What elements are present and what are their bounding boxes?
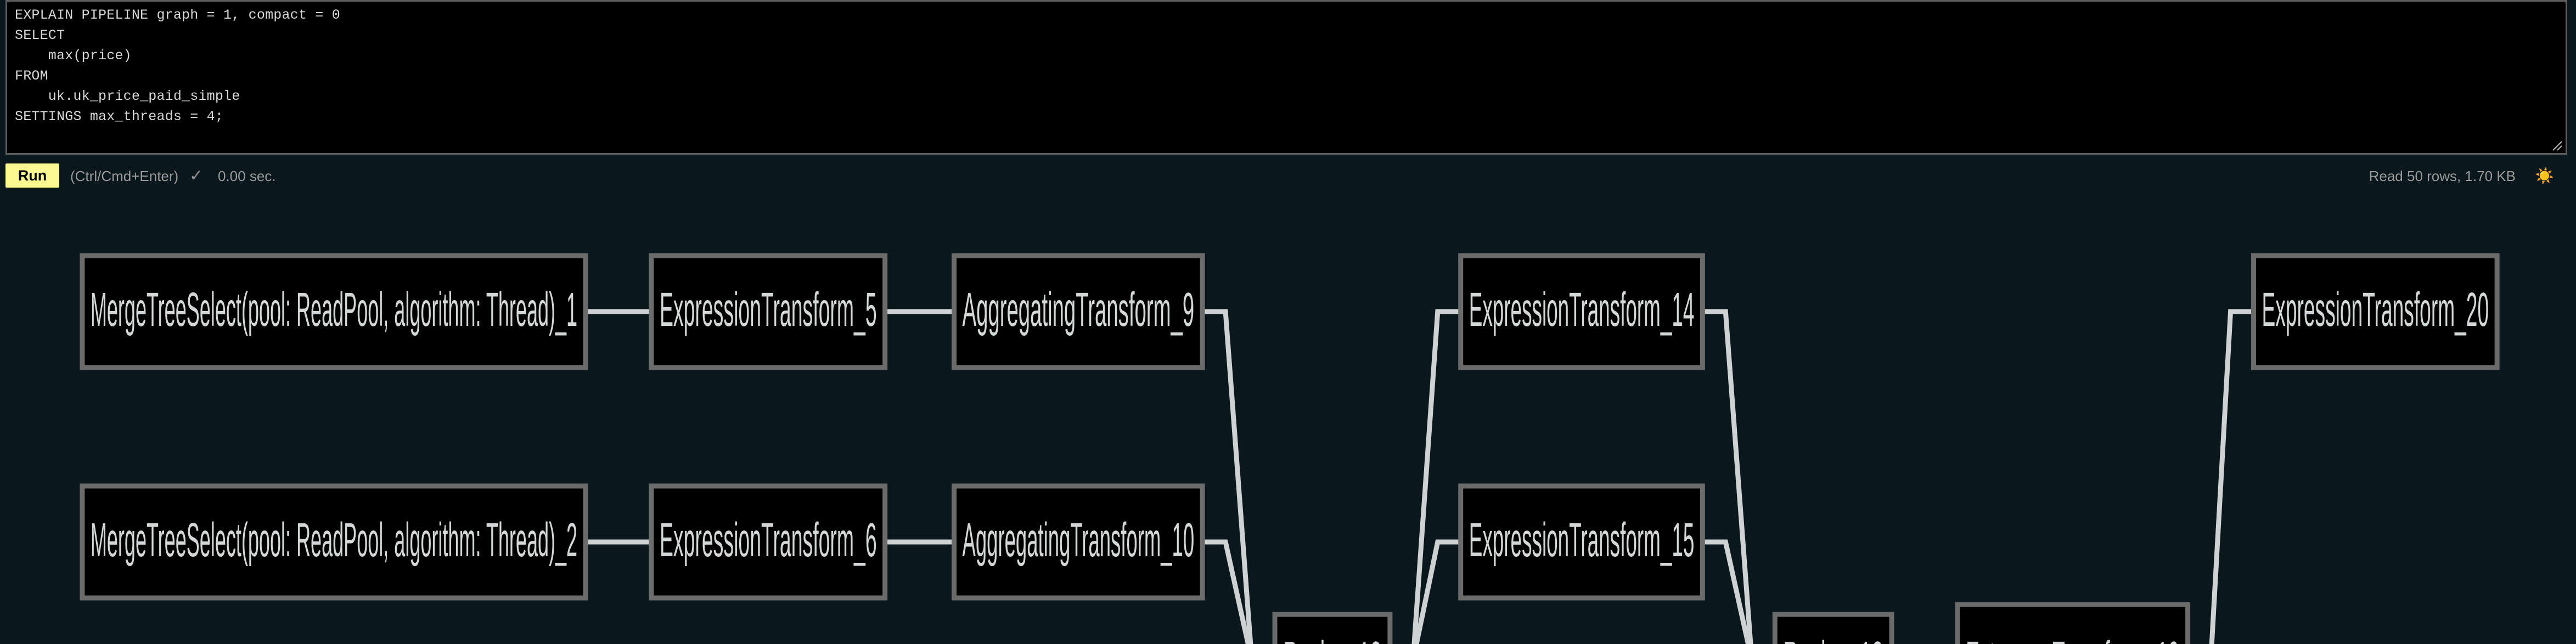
graph-node[interactable]: ExpressionTransform_20 [2251, 253, 2500, 370]
graph-node-box [1458, 483, 1705, 601]
graph-edge [1202, 539, 1251, 644]
graph-node-box [952, 483, 1205, 601]
sql-query-input[interactable] [7, 2, 2566, 153]
graph-node[interactable]: AggregatingTransform_9 [952, 253, 1205, 370]
graph-node[interactable]: ExpressionTransform_15 [1458, 483, 1705, 601]
graph-node-box [80, 253, 588, 370]
graph-node[interactable]: ExpressionTransform_14 [1458, 253, 1705, 370]
graph-node[interactable]: MergeTreeSelect(pool: ReadPool, algorith… [80, 253, 588, 370]
graph-node-box [1772, 612, 1894, 644]
graph-node[interactable]: ExpressionTransform_6 [649, 483, 888, 601]
graph-node-label: Resize_18 [1783, 632, 1883, 644]
graph-node-label: MergeTreeSelect(pool: ReadPool, algorith… [91, 513, 577, 567]
graph-node-box [952, 253, 1205, 370]
edge-layer [586, 309, 2254, 644]
graph-node-label: MergeTreeSelect(pool: ReadPool, algorith… [91, 283, 577, 336]
graph-node-box [1458, 253, 1705, 370]
graph-node-label: ExpressionTransform_5 [660, 283, 877, 336]
node-layer: MergeTreeSelect(pool: ReadPool, algorith… [80, 253, 2500, 644]
run-shortcut-hint: (Ctrl/Cmd+Enter) [70, 168, 179, 184]
graph-node-box [1272, 612, 1393, 644]
graph-node-label: AggregatingTransform_9 [963, 283, 1195, 336]
graph-node[interactable]: Resize_13 [1272, 612, 1393, 644]
graph-node-box [2251, 253, 2500, 370]
run-button[interactable]: Run [5, 163, 59, 188]
graph-node-label: ExtremesTransform_19 [1966, 632, 2180, 644]
graph-node[interactable]: ExpressionTransform_5 [649, 253, 888, 370]
graph-node-label: ExpressionTransform_20 [2262, 283, 2489, 336]
graph-node-box [80, 483, 588, 601]
graph-node[interactable]: Resize_18 [1772, 612, 1894, 644]
sun-icon[interactable]: ☀️ [2535, 167, 2554, 184]
graph-edge [1202, 309, 1253, 644]
graph-edge [1702, 309, 1753, 644]
graph-node[interactable]: ExtremesTransform_19 [1955, 602, 2191, 644]
graph-node-box [649, 253, 888, 370]
graph-node-box [1955, 602, 2191, 644]
graph-node-label: ExpressionTransform_6 [660, 513, 877, 567]
graph-node-label: ExpressionTransform_14 [1469, 283, 1695, 336]
graph-edge [1411, 309, 1461, 644]
graph-node[interactable]: AggregatingTransform_10 [952, 483, 1205, 601]
graph-edge [1702, 539, 1751, 644]
graph-node-label: ExpressionTransform_15 [1469, 513, 1695, 567]
read-stats-label: Read 50 rows, 1.70 KB [2369, 168, 2516, 184]
sql-editor-panel [5, 0, 2567, 155]
pipeline-graph-svg: MergeTreeSelect(pool: ReadPool, algorith… [80, 253, 2500, 644]
graph-node-label: Resize_13 [1283, 632, 1382, 644]
graph-node[interactable]: MergeTreeSelect(pool: ReadPool, algorith… [80, 483, 588, 601]
success-check-icon: ✓ [189, 167, 204, 185]
graph-node-box [649, 483, 888, 601]
pipeline-graph-panel: MergeTreeSelect(pool: ReadPool, algorith… [0, 193, 2576, 644]
elapsed-time-label: 0.00 sec. [218, 168, 276, 184]
query-toolbar: Run (Ctrl/Cmd+Enter) ✓ 0.00 sec. Read 50… [0, 159, 2576, 193]
graph-edge [2209, 309, 2254, 644]
graph-node-label: AggregatingTransform_10 [963, 513, 1195, 567]
graph-edge [1414, 539, 1461, 644]
